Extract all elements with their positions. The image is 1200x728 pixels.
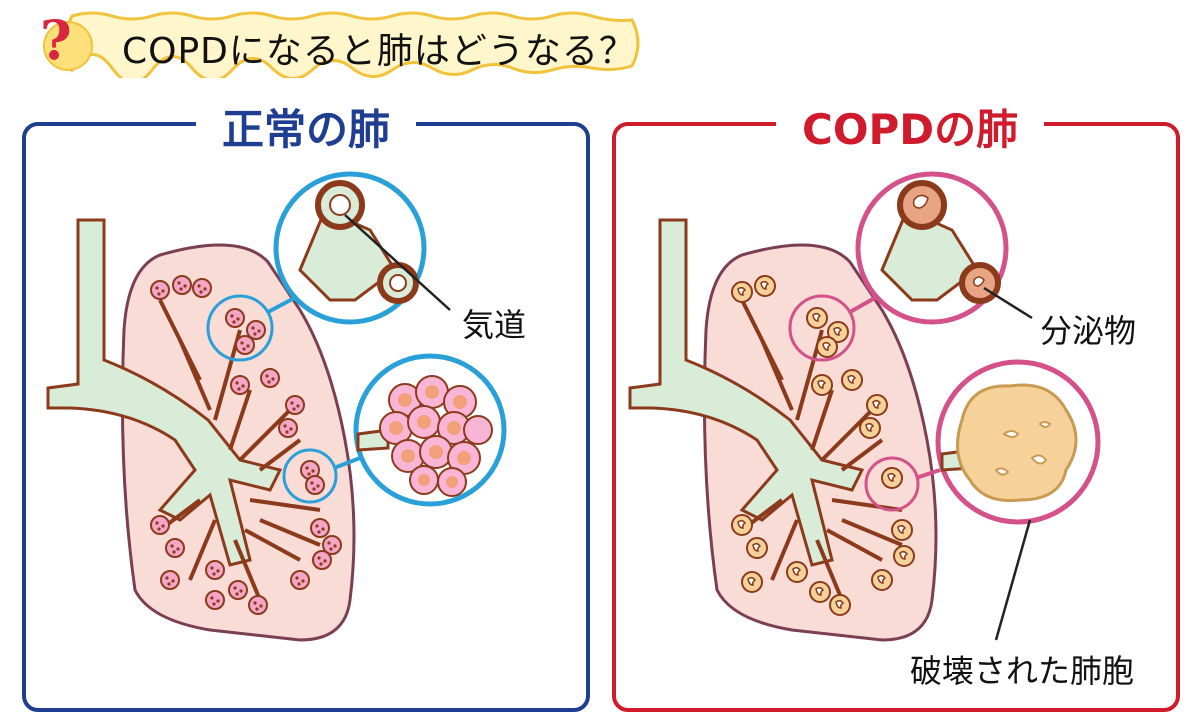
normal-lung [46,171,507,642]
bronchi-copd [628,218,865,567]
zoom-airway-copd [855,171,1033,325]
callout-label-secretions: 分泌物 [1040,312,1137,350]
panel-title-copd: COPDの肺 [776,96,1045,157]
panel-title-normal: 正常の肺 [196,96,417,157]
bronchioles-normal [158,299,321,601]
question-mark-icon: ? [40,8,72,72]
zoom-connector-alveoli-copd [915,468,941,480]
page-title: COPDになると肺はどうなる？ [122,31,636,72]
zoom-ring-small-airway-normal [206,294,274,362]
callout-label-destroyed-alveoli: 破壊された肺胞 [910,652,1135,690]
zoom-alveoli-normal [353,353,507,507]
copd-lung [628,171,1101,642]
zoom-alveoli-copd [935,359,1101,641]
zoom-ring-small-airway-copd [788,294,856,362]
callout-label-airway-normal: 気道 [462,306,527,344]
title-badge: ? COPDになると肺はどうなる？ [32,8,652,78]
zoom-connector-alveoli-normal [333,456,361,470]
zoom-airway-normal [273,171,451,325]
zoom-ring-small-alveoli-normal [282,448,338,504]
zoom-ring-small-alveoli-copd [864,456,920,512]
title-badge-background [43,11,640,78]
bronchi-normal [46,218,283,567]
